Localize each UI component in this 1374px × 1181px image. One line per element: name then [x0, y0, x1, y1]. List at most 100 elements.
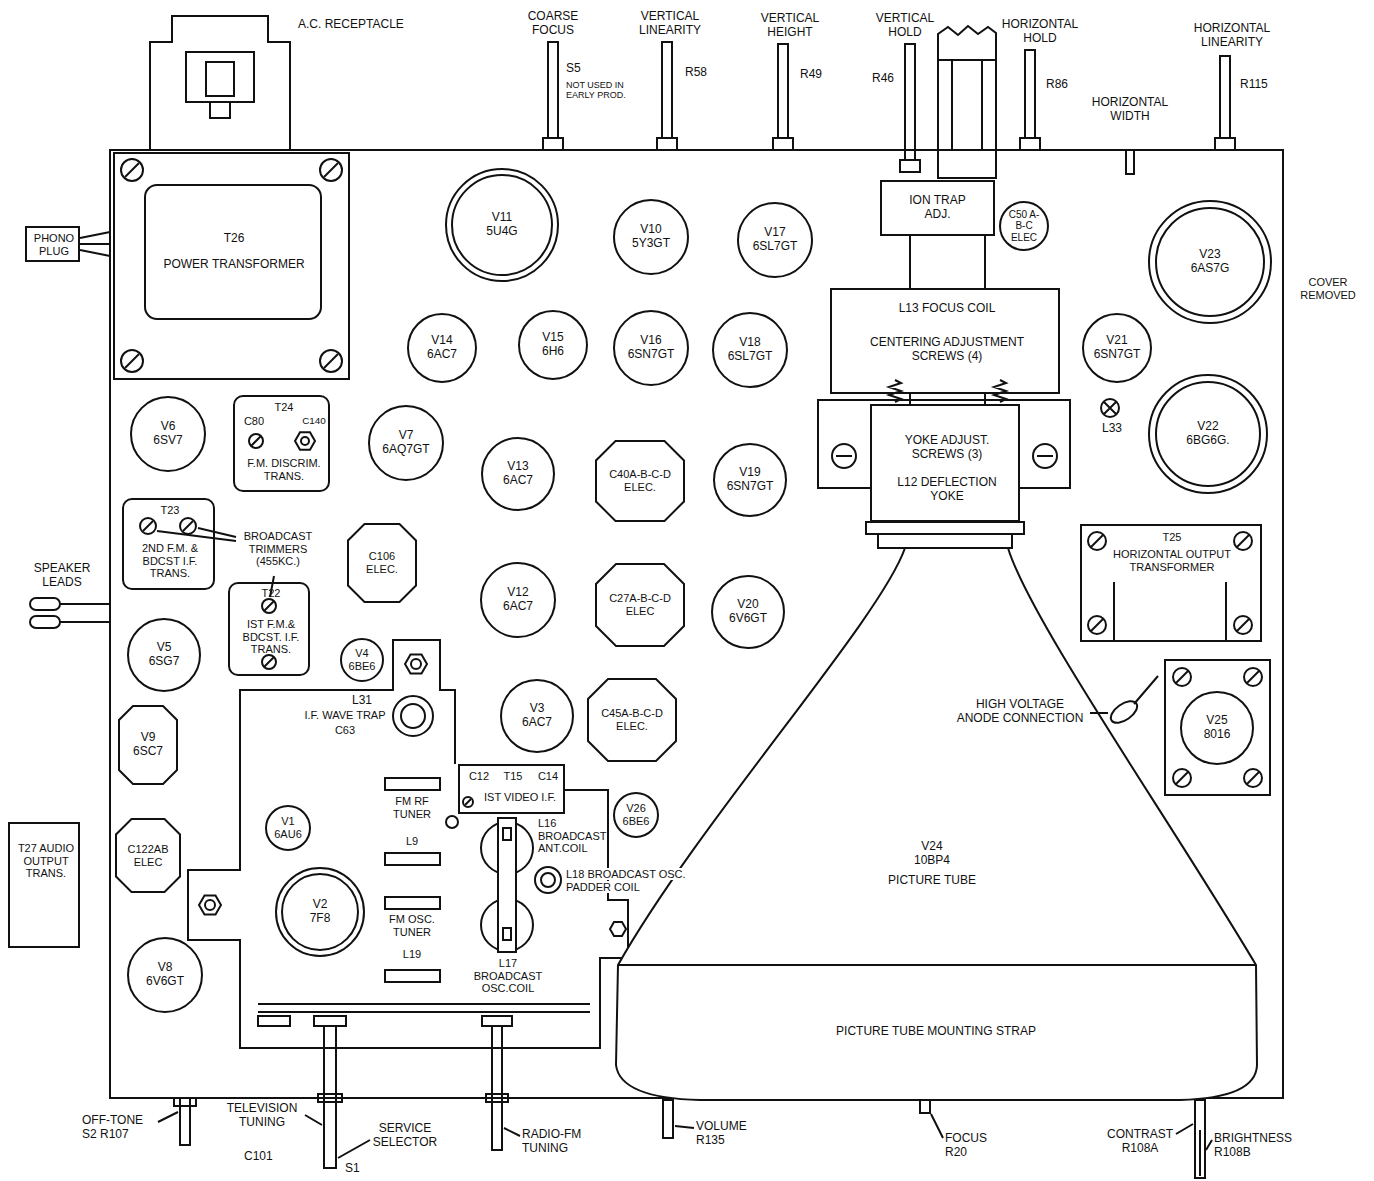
- trimmer-screw: [249, 434, 263, 448]
- phono-wires: [80, 232, 110, 256]
- part-label: C27A-B-C-D ELEC: [600, 592, 680, 617]
- tuner-subchassis: [205, 900, 215, 910]
- part-label: POWER TRANSFORMER: [159, 258, 309, 272]
- tuner-subchassis: [503, 828, 511, 840]
- transformer-screw: [1234, 616, 1252, 634]
- part-label: T24: [264, 401, 304, 414]
- part-label: 6AC7: [522, 716, 552, 730]
- speaker-leads: [30, 598, 60, 610]
- part-label: V24 10BP4: [906, 840, 958, 868]
- part-label: C140: [295, 415, 333, 426]
- vacuum-tube: V66SV7: [130, 396, 206, 472]
- tube-socket-ring: [1156, 208, 1264, 316]
- part-label: V4: [355, 647, 368, 660]
- coil-symbol: [1101, 399, 1119, 417]
- tuner-subchassis: [393, 696, 433, 736]
- part-label: 6AQ7GT: [382, 443, 429, 457]
- video-if-transformer: C12T15C14IST VIDEO I.F.: [458, 764, 565, 814]
- transformer-screw: [121, 159, 143, 181]
- callout-label: S5: [566, 62, 596, 76]
- tuner-subchassis: [385, 970, 440, 982]
- tuner-subchassis: [498, 818, 516, 952]
- part-label: V5: [157, 641, 172, 655]
- tube-mount: [1176, 671, 1188, 683]
- transformer-screw: [324, 354, 338, 368]
- part-label: 6AC7: [503, 600, 533, 614]
- capacitor-can-outline: [119, 706, 177, 784]
- control-shaft: [900, 160, 920, 172]
- vacuum-tube: V56SG7: [127, 618, 201, 692]
- control-shaft: [657, 138, 677, 150]
- callout-label: FOCUS R20: [945, 1131, 987, 1159]
- mounting-strap-edge: [618, 964, 1256, 966]
- tuner-subchassis: [385, 853, 440, 865]
- part-label: 6SL7GT: [753, 240, 798, 254]
- part-label: T15: [498, 770, 528, 783]
- discriminator-transformer: T24C80C140F.M. DISCRIM. TRANS.: [233, 395, 330, 492]
- part-label: 8016: [1204, 728, 1231, 742]
- tuner-subchassis: [610, 922, 626, 936]
- callout-label: L18 BROADCAST OSC. PADDER COIL: [566, 868, 716, 893]
- vacuum-tube: V226BG6G.: [1148, 374, 1268, 494]
- control-shaft: [1199, 1130, 1201, 1176]
- transformer-screw: [125, 163, 139, 177]
- callout-label: COVER REMOVED: [1300, 276, 1356, 301]
- part-label: V26: [626, 802, 646, 815]
- part-label: 2ND F.M. & BDCST I.F. TRANS.: [129, 542, 211, 580]
- part-label: C106 ELEC.: [352, 550, 412, 575]
- tuner-subchassis: [385, 778, 440, 790]
- transformer-screw: [121, 350, 143, 372]
- part-label: 6BE6: [349, 660, 376, 673]
- part-label: V23: [1199, 248, 1220, 262]
- part-label: 6V6GT: [146, 975, 184, 989]
- tuner-subchassis: [385, 897, 440, 909]
- callout-label: R46: [872, 72, 902, 86]
- part-label: PICTURE TUBE MOUNTING STRAP: [836, 1025, 1036, 1039]
- trimmer-screw: [264, 657, 274, 667]
- callout-label: VERTICAL HOLD: [873, 12, 937, 40]
- callout-label: VERTICAL LINEARITY: [639, 9, 701, 37]
- callout-label: L19: [403, 948, 421, 960]
- vacuum-tube: V136AC7: [481, 437, 555, 511]
- callout-label: COARSE FOCUS: [528, 9, 579, 37]
- ac-receptacle: [150, 16, 290, 150]
- part-label: YOKE ADJUST. SCREWS (3): [891, 434, 1003, 462]
- centering-spring: [889, 380, 1006, 402]
- vacuum-tube: V115U4G: [445, 168, 559, 282]
- yoke-bracket: [832, 444, 856, 468]
- callout-label: S5: [566, 61, 581, 75]
- picture-tube: V24 10BP4PICTURE TUBEPICTURE TUBE MOUNTI…: [612, 540, 1262, 1108]
- callout-label: C101: [244, 1149, 273, 1163]
- part-label: V3: [530, 702, 545, 716]
- tube-mount: [1247, 772, 1259, 784]
- callout-label: OFF-TONE S2 R107: [82, 1113, 143, 1141]
- callout-label: R115: [1240, 78, 1280, 92]
- control-shaft: [663, 1100, 673, 1138]
- part-label: 6SN7GT: [628, 348, 675, 362]
- tube-socket: [910, 236, 985, 404]
- vacuum-tube: V126AC7: [480, 562, 556, 638]
- callout-label: L17 BROADCAST OSC.COIL: [474, 957, 542, 994]
- callout-label: C63: [335, 724, 355, 736]
- part-label: 6BE6: [623, 815, 650, 828]
- tube-socket-ring: [452, 175, 552, 275]
- callout-label: VERTICAL HOLD: [876, 11, 934, 39]
- power-transformer: T26POWER TRANSFORMER: [113, 152, 350, 380]
- centering-spring: [889, 380, 1006, 402]
- callout-label: A.C. RECEPTACLE: [298, 17, 404, 31]
- vacuum-tube: V105Y3GT: [613, 199, 689, 275]
- tube-mount: [1247, 671, 1259, 683]
- yoke-bracket: [1037, 455, 1053, 457]
- trimmer-screw: [143, 521, 153, 531]
- vacuum-tube: V16AU6: [265, 805, 311, 851]
- part-label: C45A-B-C-D ELEC.: [592, 707, 672, 732]
- vacuum-tube: V156H6: [518, 310, 588, 380]
- control-shaft: [920, 1100, 930, 1113]
- trimmer-screw: [264, 601, 274, 611]
- part-label: 6SG7: [149, 655, 180, 669]
- tuner-subchassis: [482, 1016, 512, 1026]
- part-label: V16: [640, 334, 661, 348]
- callout-label: A.C. RECEPTACLE: [298, 18, 438, 32]
- control-shaft: [492, 1026, 502, 1150]
